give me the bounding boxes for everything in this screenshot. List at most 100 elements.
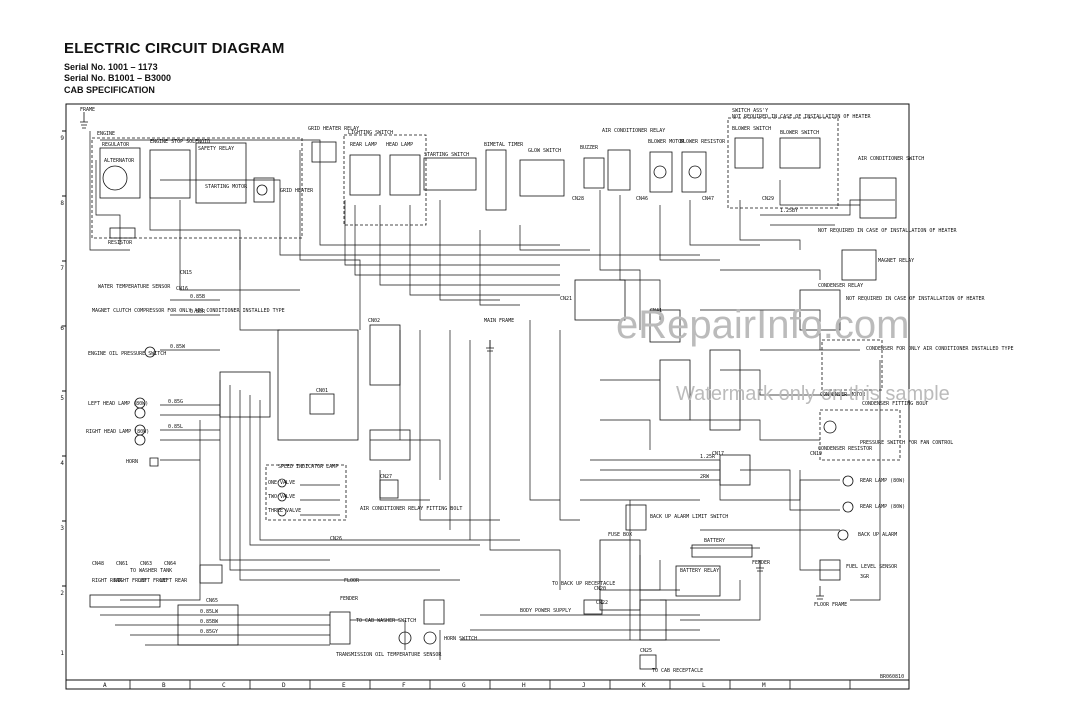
lighting-switch-label: LIGHTING SWITCH <box>348 130 393 136</box>
magnet-clutch-label: MAGNET CLUTCH COMPRESSOR FOR ONLY AIR CO… <box>92 308 285 314</box>
wire-code: 1.25R <box>700 454 716 460</box>
horn-label: HORN <box>126 459 138 465</box>
serial-range-1: Serial No. 1001 – 1173 <box>64 62 158 72</box>
one-valve-label: ONE VALVE <box>268 480 295 486</box>
col-label: L <box>702 682 706 689</box>
document-number: BR060810 <box>880 674 904 680</box>
condenser-relay-label: CONDENSER RELAY <box>818 283 863 289</box>
connector-id: CN16 <box>176 286 188 292</box>
bimetal-timer-label: BIMETAL TIMER <box>484 142 524 148</box>
column-strip <box>129 680 851 689</box>
condenser-fan-note-label: CONDENSER FOR ONLY AIR CONDITIONER INSTA… <box>866 346 1014 352</box>
wire-code: 3GR <box>860 574 870 580</box>
wire-code: 2RW <box>700 474 710 480</box>
fender-label: FENDER <box>752 560 771 566</box>
back-up-receptacle-label: TO BACK UP RECEPTACLE <box>552 581 615 587</box>
row-label: 8 <box>60 200 64 207</box>
ac-relay-label: AIR CONDITIONER RELAY <box>602 128 665 134</box>
serial-range-2: Serial No. B1001 – B3000 <box>64 73 172 83</box>
connector-id: CN25 <box>640 648 652 654</box>
fender-2-label: FENDER <box>340 596 359 602</box>
floor-label: FLOOR <box>344 578 360 584</box>
starting-motor-label: STARTING MOTOR <box>205 184 248 190</box>
wire-code: 0.85W <box>170 344 186 350</box>
connector-id: CN29 <box>762 196 774 202</box>
connector-id: CN65 <box>206 598 218 604</box>
rear-lamp-label: REAR LAMP <box>350 142 377 148</box>
watermark-site: eRepairInfo.com <box>616 303 909 347</box>
col-label: D <box>282 682 286 689</box>
wire-code: 0.85BW <box>200 619 219 625</box>
connector-labels: CN15 CN16 CN02 CN01 CN28 CN46 CN47 CN29 … <box>92 196 822 654</box>
wire-code: 0.85B <box>190 294 205 300</box>
connector-id: CN19 <box>810 451 822 457</box>
speed-indicator-label: SPEED INDICATOR LAMP <box>278 464 338 470</box>
wire-code: 0.85LW <box>200 609 219 615</box>
ac-switch-label: AIR CONDITIONER SWITCH <box>858 156 924 162</box>
col-label: A <box>103 682 107 689</box>
diagram-border <box>65 103 910 690</box>
row-label: 6 <box>60 325 64 332</box>
battery-label: BATTERY <box>704 538 725 544</box>
column-labels: A B C D E F G H J K L M <box>103 682 766 689</box>
wire-code: 1.25BY <box>780 208 798 214</box>
left-head-lamp-label: LEFT HEAD LAMP (80W) <box>88 401 148 407</box>
washer-tank-label: TO WASHER TANK <box>130 568 172 574</box>
ac-fitting-bolt-label: AIR CONDITIONER RELAY FITTING BOLT <box>360 506 462 512</box>
left-rear-label: LEFT REAR <box>160 578 188 584</box>
component-labels: FRAME ENGINE REGULATOR ALTERNATOR ENGINE… <box>80 107 1014 674</box>
floor-frame-label: FLOOR FRAME <box>814 602 847 608</box>
three-valve-label: THREE VALVE <box>268 508 301 514</box>
col-label: C <box>222 682 226 689</box>
right-rear-label: RIGHT REAR <box>92 578 123 584</box>
connector-id: CN63 <box>140 561 152 567</box>
resistor-label: RESISTOR <box>108 240 133 246</box>
engine-stop-solenoid-label: ENGINE STOP SOLENOID <box>150 139 210 145</box>
col-label: E <box>342 682 346 689</box>
col-label: J <box>582 682 586 689</box>
row-label: 3 <box>60 525 64 532</box>
rear-lamp-right-label: REAR LAMP (80W) <box>860 478 905 484</box>
row-label: 9 <box>60 135 64 142</box>
condenser-fitting-bolt-label: CONDENSER FITTING BOLT <box>862 401 928 407</box>
fuse-box-label: FUSE BOX <box>608 532 632 538</box>
regulator-label: REGULATOR <box>102 142 130 148</box>
connector-id: CN41 <box>650 308 662 314</box>
specification-label: CAB SPECIFICATION <box>64 85 155 95</box>
connector-id: CN48 <box>92 561 104 567</box>
connector-id: CN26 <box>330 536 342 542</box>
magnet-relay-label: MAGNET RELAY <box>878 258 914 264</box>
connector-id: CN17 <box>712 451 724 457</box>
blower-switch-1-label: BLOWER SWITCH <box>732 126 771 132</box>
heater-note-label: NOT REQUIRED IN CASE OF INSTALLATION OF … <box>732 114 871 120</box>
connector-id: CN28 <box>572 196 584 202</box>
row-label: 1 <box>60 650 64 657</box>
engine-oil-pressure-label: ENGINE OIL PRESSURE SWITCH <box>88 351 166 357</box>
col-label: F <box>402 682 406 689</box>
back-up-alarm-label: BACK UP ALARM <box>858 532 897 538</box>
ground-symbols <box>80 112 824 600</box>
alternator-label: ALTERNATOR <box>104 158 135 164</box>
grid-heater-label: GRID HEATER <box>280 188 314 194</box>
wire-code: 0.85G <box>168 399 183 405</box>
cab-receptacle-label: TO CAB RECEPTACLE <box>652 668 703 674</box>
switch-assy-label: SWITCH ASS'Y <box>732 108 768 114</box>
water-temp-sensor-label: WATER TEMPERATURE SENSOR <box>98 284 171 290</box>
main-frame-label: MAIN FRAME <box>484 318 514 324</box>
col-label: G <box>462 682 466 689</box>
row-label: 2 <box>60 590 64 597</box>
connector-id: CN47 <box>702 196 714 202</box>
heater-note-2-label: NOT REQUIRED IN CASE OF INSTALLATION OF … <box>818 228 957 234</box>
wire-code: 0.85L <box>168 424 183 430</box>
page-title: ELECTRIC CIRCUIT DIAGRAM <box>64 40 285 57</box>
col-label: B <box>162 682 166 689</box>
blower-motor-label: BLOWER MOTOR <box>648 139 685 145</box>
row-label: 5 <box>60 395 64 402</box>
two-valve-label: TWO VALVE <box>268 494 295 500</box>
wiring <box>89 131 895 660</box>
col-label: H <box>522 682 526 689</box>
wire-code: 0.85R <box>190 309 206 315</box>
connector-id: CN20 <box>594 586 606 592</box>
connector-id: CN15 <box>180 270 192 276</box>
col-label: M <box>762 682 766 689</box>
